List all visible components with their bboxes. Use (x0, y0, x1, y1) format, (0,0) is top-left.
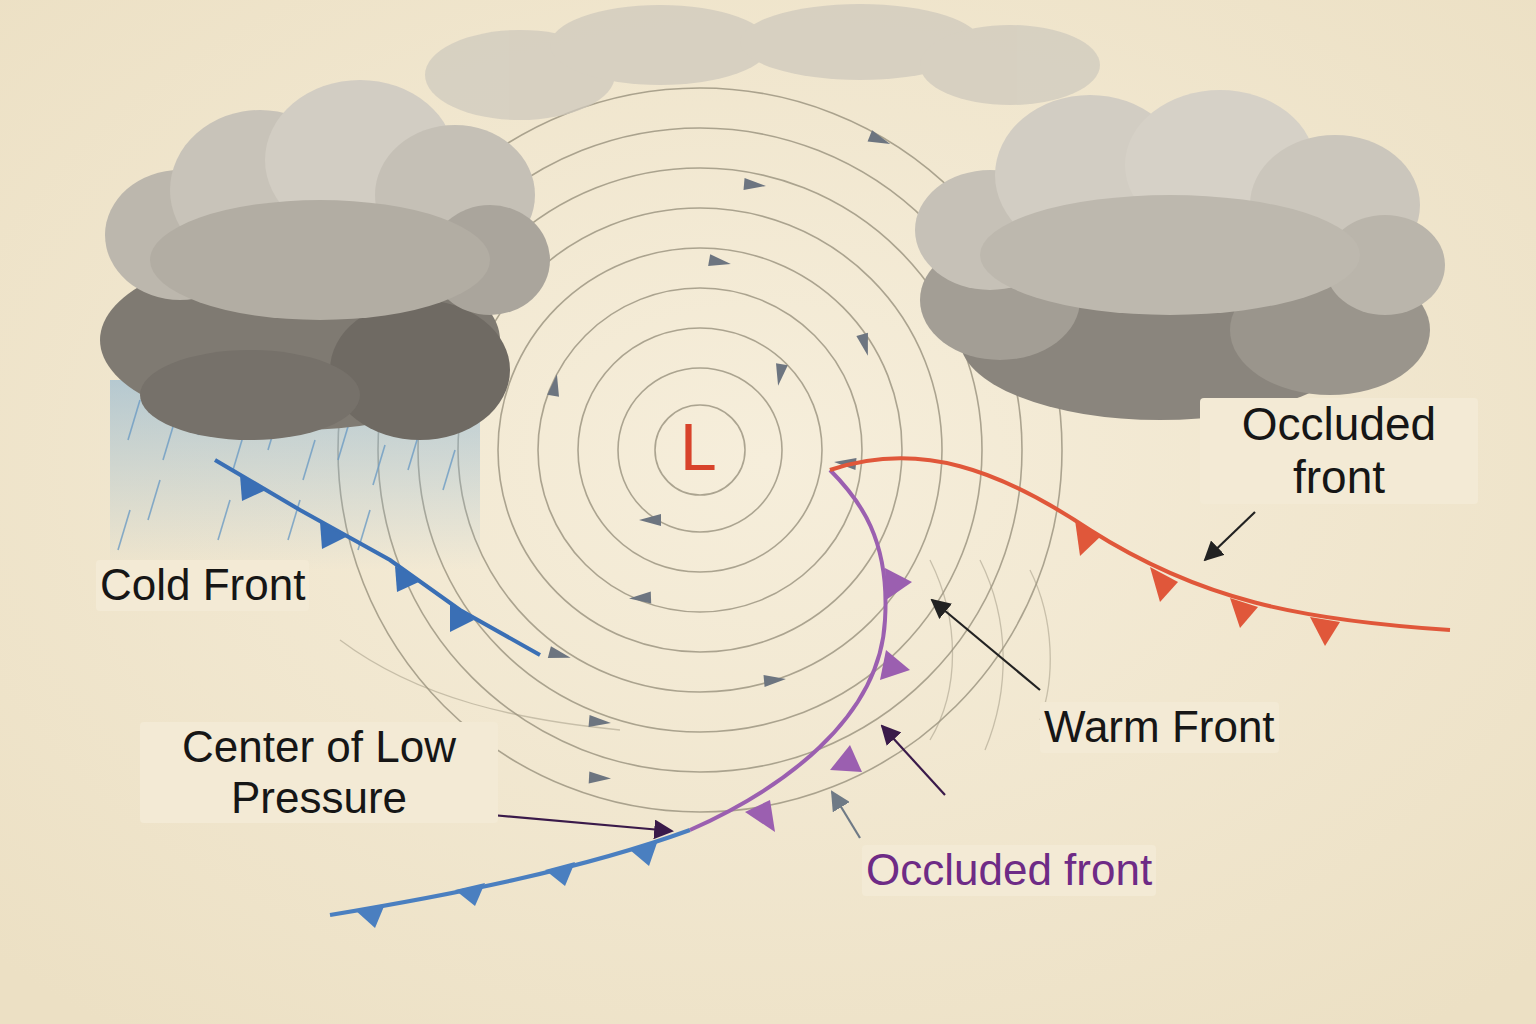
low-symbol: L (676, 410, 721, 486)
callout-label: Center of Low Pressure (140, 722, 498, 823)
front-label: Cold Front (96, 560, 309, 611)
front-label: Occluded front (1200, 398, 1478, 504)
front-label: Occluded front (862, 845, 1156, 896)
front-label: Warm Front (1040, 702, 1279, 753)
